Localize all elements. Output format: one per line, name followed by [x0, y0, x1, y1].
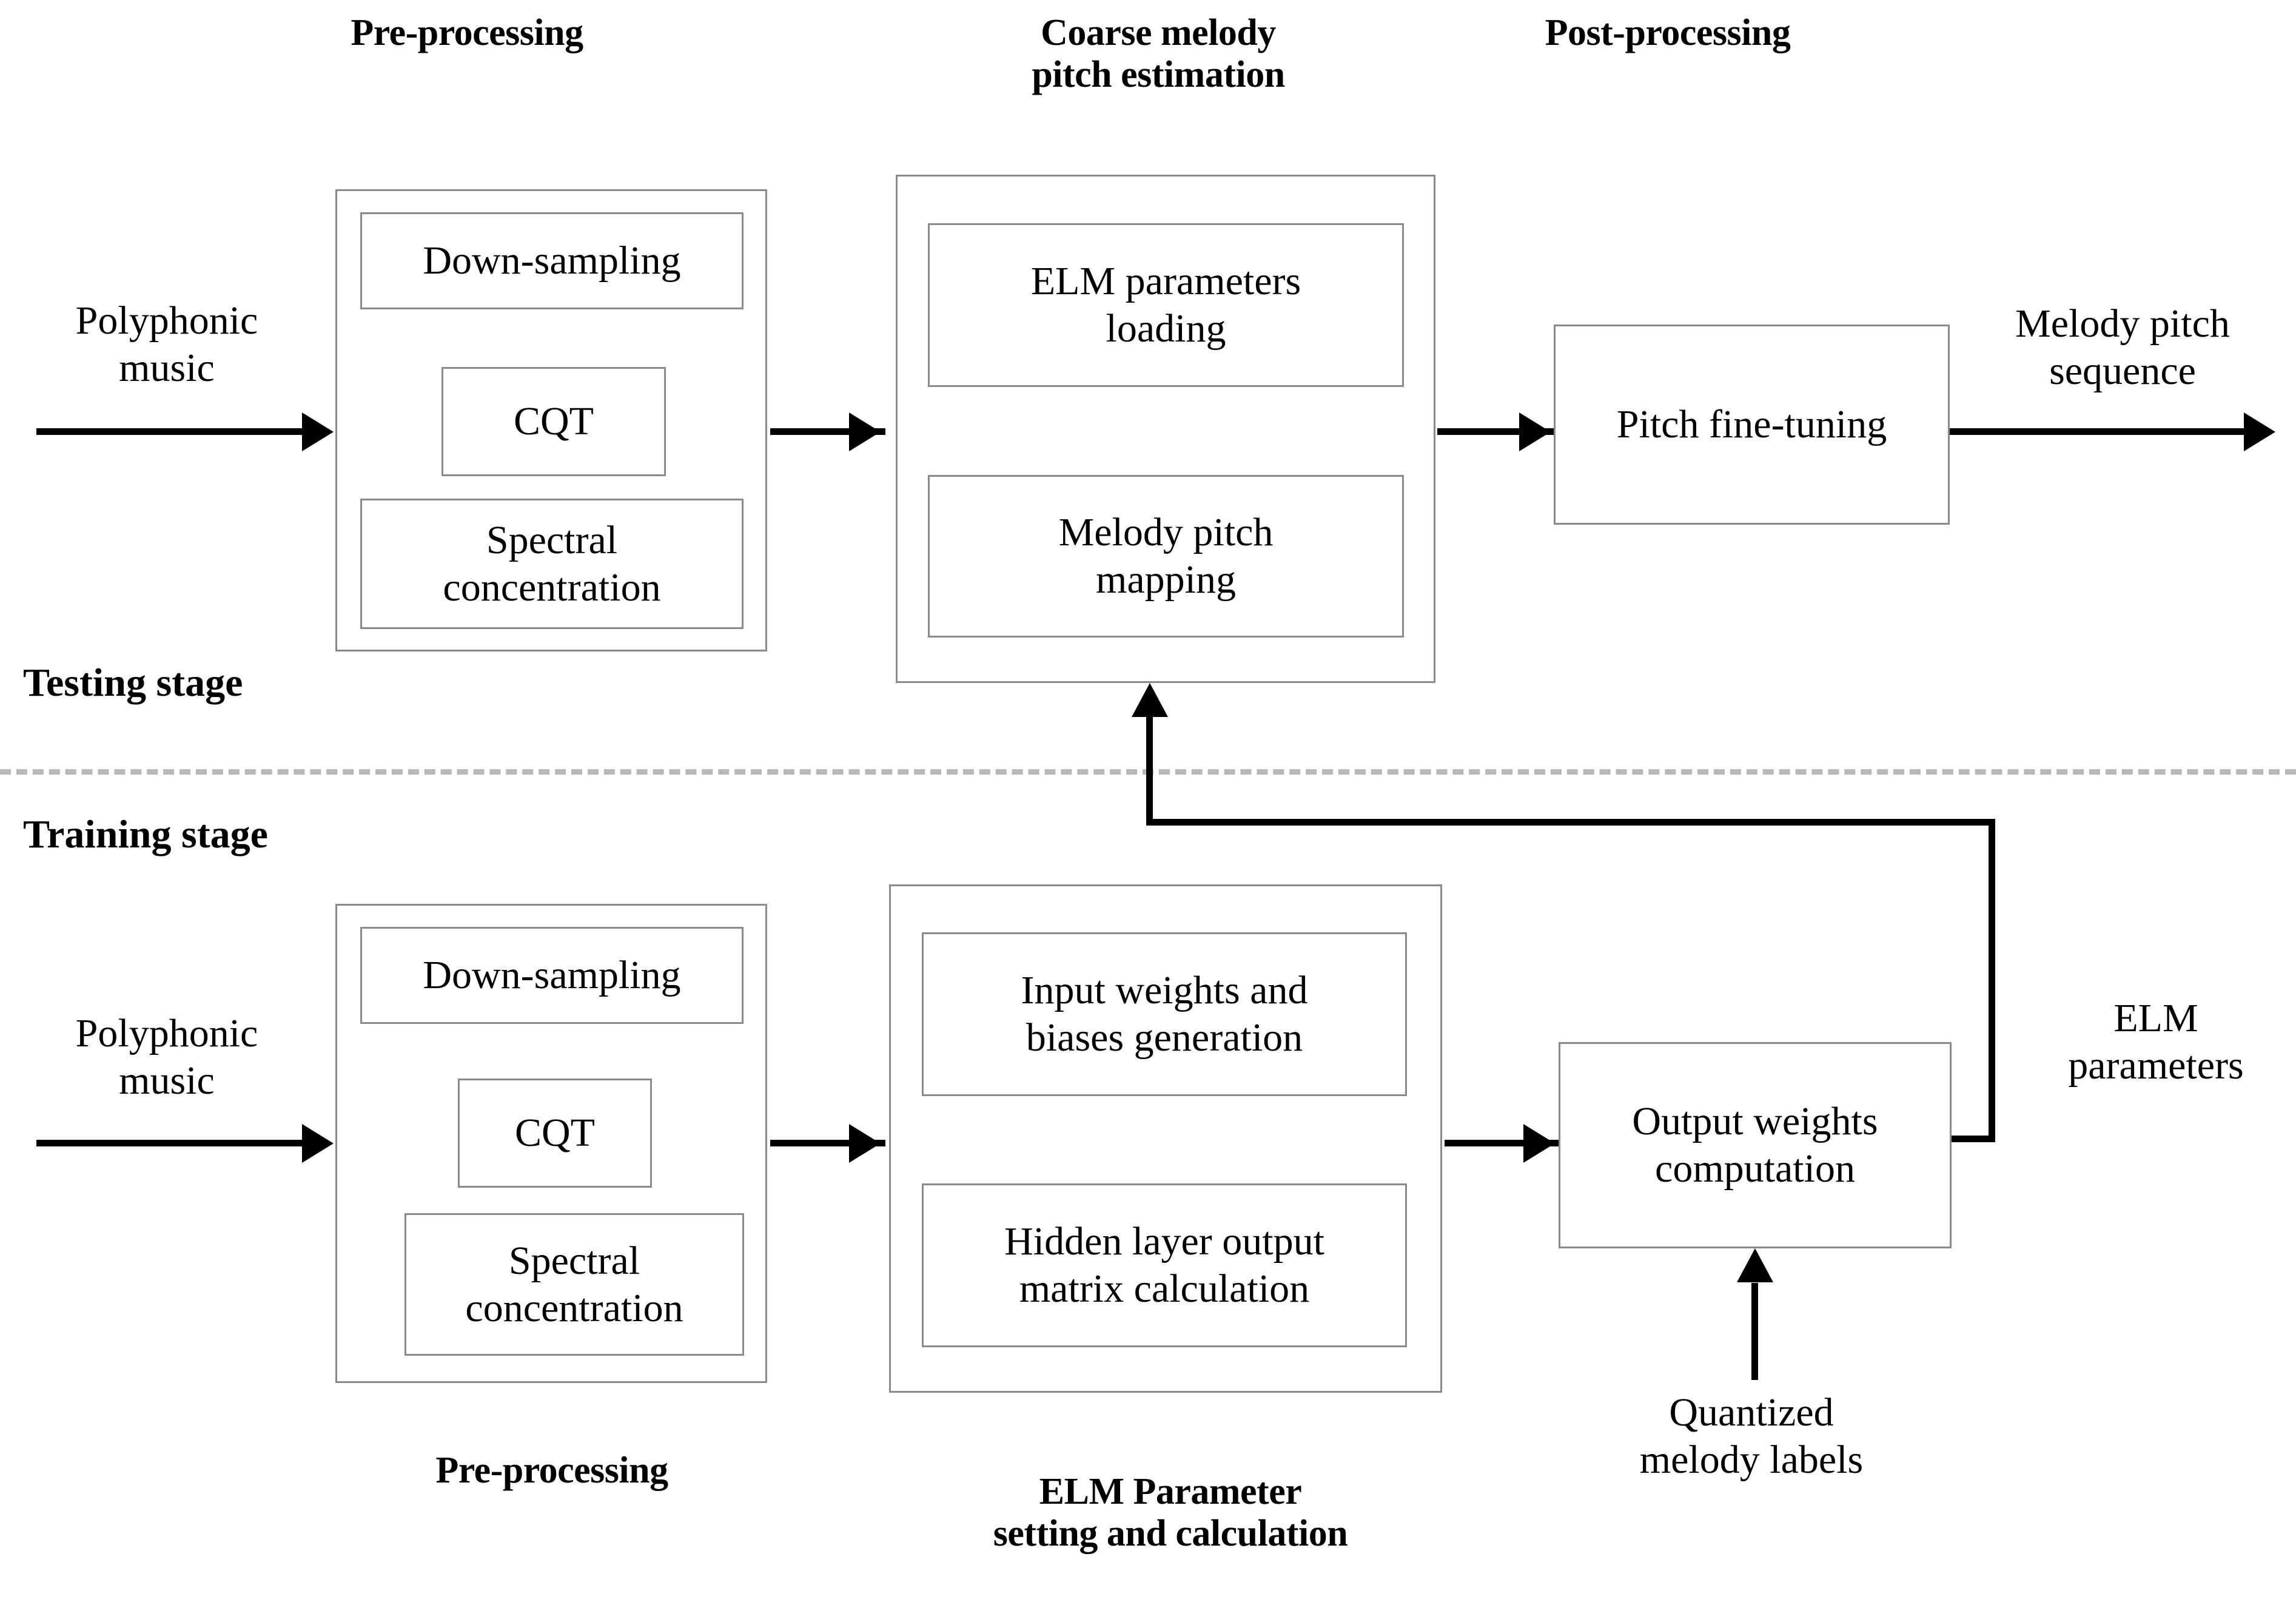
training-arrow2-head	[1523, 1124, 1555, 1163]
training-arrow1-line	[770, 1140, 885, 1146]
melody-pitch-sequence-label: Melody pitch sequence	[2015, 301, 2230, 393]
pitch-fine-tuning-label: Pitch fine-tuning	[1616, 402, 1887, 447]
header-elm-parameter: ELM Parameter setting and calculation	[993, 1471, 1348, 1555]
output-weights-computation-box[interactable]: Output weights computation	[1559, 1042, 1952, 1248]
coarse-melody-container	[896, 175, 1435, 683]
training-arrow1-head	[849, 1124, 881, 1163]
training-input-arrow-head	[302, 1124, 334, 1163]
header-postprocessing: Post-processing	[1545, 12, 1791, 53]
testing-step-spectral-concentration-label: Spectral concentration	[443, 517, 661, 610]
elm-step-hidden-layer-matrix-label: Hidden layer output matrix calculation	[1004, 1219, 1324, 1311]
testing-step-cqt[interactable]: CQT	[441, 367, 666, 476]
testing-arrow1-head	[849, 412, 881, 451]
header-coarse-melody: Coarse melody pitch estimation	[1032, 12, 1285, 96]
elm-parameter-container	[889, 884, 1442, 1393]
coarse-step-elm-parameters-loading[interactable]: ELM parameters loading	[928, 223, 1404, 387]
testing-output-arrow-line	[1950, 428, 2253, 435]
training-step-cqt[interactable]: CQT	[458, 1079, 652, 1188]
testing-input-arrow-line	[36, 428, 303, 435]
feedback-right-riser	[1989, 819, 1995, 1140]
testing-step-cqt-label: CQT	[514, 399, 594, 444]
training-input-arrow-line	[36, 1140, 303, 1146]
training-step-cqt-label: CQT	[515, 1111, 595, 1156]
quantized-labels-arrow-head	[1737, 1248, 1773, 1282]
stage-label-testing: Testing stage	[23, 661, 243, 705]
testing-arrow2-head	[1519, 412, 1551, 451]
elm-step-input-weights-biases[interactable]: Input weights and biases generation	[922, 932, 1407, 1096]
testing-preprocessing-container	[335, 189, 767, 651]
training-step-down-sampling-label: Down-sampling	[423, 953, 681, 998]
training-step-spectral-concentration-label: Spectral concentration	[465, 1238, 683, 1330]
feedback-horizontal-line	[1146, 819, 1995, 826]
coarse-step-melody-pitch-mapping-label: Melody pitch mapping	[1058, 510, 1274, 602]
testing-step-spectral-concentration[interactable]: Spectral concentration	[360, 499, 744, 629]
output-weights-computation-label: Output weights computation	[1632, 1099, 1878, 1191]
testing-step-down-sampling[interactable]: Down-sampling	[360, 212, 744, 309]
quantized-labels-arrow-line	[1751, 1283, 1758, 1380]
header-preprocessing-bottom: Pre-processing	[435, 1450, 668, 1491]
testing-step-down-sampling-label: Down-sampling	[423, 238, 681, 283]
training-arrow2-line	[1445, 1140, 1560, 1146]
testing-output-arrow-head	[2244, 412, 2275, 451]
feedback-box-stub	[1950, 1136, 1995, 1142]
header-preprocessing-top: Pre-processing	[351, 12, 583, 53]
feedback-left-riser	[1146, 716, 1153, 822]
training-step-down-sampling[interactable]: Down-sampling	[360, 927, 744, 1024]
elm-step-hidden-layer-matrix[interactable]: Hidden layer output matrix calculation	[922, 1183, 1407, 1347]
elm-step-input-weights-biases-label: Input weights and biases generation	[1021, 968, 1308, 1060]
quantized-melody-labels-label: Quantized melody labels	[1639, 1390, 1864, 1482]
stage-label-training: Training stage	[23, 812, 268, 857]
testing-input-arrow-head	[302, 412, 334, 451]
training-preprocessing-container	[335, 904, 767, 1383]
feedback-arrow-head	[1132, 683, 1168, 717]
coarse-step-melody-pitch-mapping[interactable]: Melody pitch mapping	[928, 475, 1404, 638]
coarse-step-elm-parameters-loading-label: ELM parameters loading	[1030, 259, 1301, 351]
testing-input-label: Polyphonic music	[75, 298, 258, 390]
training-input-label: Polyphonic music	[75, 1011, 258, 1103]
elm-parameters-label: ELM parameters	[2068, 996, 2244, 1088]
testing-arrow1-line	[770, 428, 885, 435]
training-step-spectral-concentration[interactable]: Spectral concentration	[404, 1213, 744, 1356]
testing-arrow2-line	[1437, 428, 1556, 435]
pitch-fine-tuning-box[interactable]: Pitch fine-tuning	[1554, 325, 1950, 525]
